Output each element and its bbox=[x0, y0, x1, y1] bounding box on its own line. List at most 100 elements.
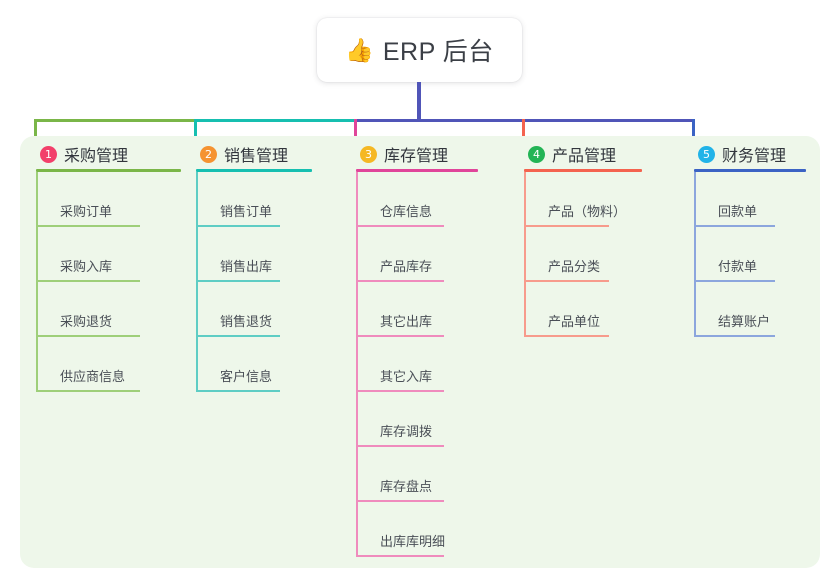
column-rule-4 bbox=[524, 169, 642, 172]
column-items-4: 产品（物料） 产品分类产品单位 bbox=[524, 172, 642, 337]
column-header-1[interactable]: 1 采购管理 bbox=[36, 136, 181, 172]
column-badge-3: 3 bbox=[360, 145, 377, 163]
column-badge-2: 2 bbox=[200, 145, 217, 163]
item-underline bbox=[356, 390, 444, 392]
item-spine bbox=[196, 172, 198, 227]
list-item[interactable]: 采购入库 bbox=[36, 227, 181, 282]
item-underline bbox=[694, 335, 775, 337]
list-item[interactable]: 其它出库 bbox=[356, 282, 478, 337]
item-spine bbox=[196, 227, 198, 282]
item-spine bbox=[36, 172, 38, 227]
column-header-2[interactable]: 2 销售管理 bbox=[196, 136, 312, 172]
item-label: 产品（物料） bbox=[548, 204, 627, 219]
item-underline bbox=[36, 335, 140, 337]
item-spine bbox=[356, 502, 358, 557]
item-label: 产品分类 bbox=[548, 259, 601, 274]
list-item[interactable]: 产品分类 bbox=[524, 227, 642, 282]
thumbs-up-icon: 👍 bbox=[345, 36, 374, 63]
item-label: 出库库明细 bbox=[380, 534, 446, 549]
item-underline bbox=[196, 225, 280, 227]
item-underline bbox=[356, 225, 444, 227]
item-spine bbox=[356, 447, 358, 502]
column-title-1: 采购管理 bbox=[64, 148, 129, 165]
item-label: 采购订单 bbox=[60, 204, 113, 219]
column-items-2: 销售订单销售出库销售退货客户信息 bbox=[196, 172, 312, 392]
item-spine bbox=[524, 227, 526, 282]
item-label: 销售退货 bbox=[220, 314, 273, 329]
item-underline bbox=[524, 280, 609, 282]
column-2: 2 销售管理销售订单销售出库销售退货客户信息 bbox=[196, 136, 312, 392]
root-title: ERP 后台 bbox=[382, 38, 494, 66]
diagram-panel: 1 采购管理采购订单采购入库采购退货供应商信息 2 销售管理销售订单销售出库销售退货客… bbox=[20, 136, 820, 568]
list-item[interactable]: 仓库信息 bbox=[356, 172, 478, 227]
item-spine bbox=[356, 392, 358, 447]
column-items-1: 采购订单采购入库采购退货供应商信息 bbox=[36, 172, 181, 392]
item-underline bbox=[356, 445, 444, 447]
list-item[interactable]: 产品单位 bbox=[524, 282, 642, 337]
item-spine bbox=[36, 282, 38, 337]
item-spine bbox=[36, 227, 38, 282]
list-item[interactable]: 采购订单 bbox=[36, 172, 181, 227]
item-label: 销售订单 bbox=[220, 204, 273, 219]
column-rule-2 bbox=[196, 169, 312, 172]
item-spine bbox=[356, 172, 358, 227]
item-spine bbox=[694, 227, 696, 282]
list-item[interactable]: 销售订单 bbox=[196, 172, 312, 227]
item-label: 库存调拨 bbox=[380, 424, 433, 439]
list-item[interactable]: 销售出库 bbox=[196, 227, 312, 282]
column-title-4: 产品管理 bbox=[552, 148, 617, 165]
list-item[interactable]: 产品库存 bbox=[356, 227, 478, 282]
root-node-card[interactable]: 👍 ERP 后台 bbox=[317, 18, 522, 82]
list-item[interactable]: 库存盘点 bbox=[356, 447, 478, 502]
item-spine bbox=[524, 172, 526, 227]
column-items-3: 仓库信息产品库存其它出库其它入库库存调拨库存盘点出库库明细 bbox=[356, 172, 478, 557]
item-underline bbox=[524, 225, 609, 227]
column-header-3[interactable]: 3 库存管理 bbox=[356, 136, 478, 172]
item-label: 产品库存 bbox=[380, 259, 433, 274]
item-label: 结算账户 bbox=[718, 314, 771, 329]
list-item[interactable]: 其它入库 bbox=[356, 337, 478, 392]
item-label: 供应商信息 bbox=[60, 369, 126, 384]
item-underline bbox=[694, 280, 775, 282]
item-label: 库存盘点 bbox=[380, 479, 433, 494]
item-spine bbox=[524, 282, 526, 337]
item-underline bbox=[356, 280, 444, 282]
item-label: 客户信息 bbox=[220, 369, 273, 384]
item-label: 回款单 bbox=[718, 204, 758, 219]
list-item[interactable]: 回款单 bbox=[694, 172, 806, 227]
column-3: 3 库存管理仓库信息产品库存其它出库其它入库库存调拨库存盘点出库库明细 bbox=[356, 136, 478, 557]
column-rule-5 bbox=[694, 169, 806, 172]
item-underline bbox=[356, 500, 444, 502]
list-item[interactable]: 供应商信息 bbox=[36, 337, 181, 392]
bus-segment-2 bbox=[194, 119, 354, 122]
column-title-2: 销售管理 bbox=[224, 148, 289, 165]
item-spine bbox=[196, 337, 198, 392]
item-spine bbox=[694, 172, 696, 227]
list-item[interactable]: 结算账户 bbox=[694, 282, 806, 337]
column-badge-1: 1 bbox=[40, 145, 57, 163]
item-underline bbox=[36, 280, 140, 282]
column-title-3: 库存管理 bbox=[384, 148, 449, 165]
item-label: 其它入库 bbox=[380, 369, 433, 384]
item-underline bbox=[356, 555, 444, 557]
item-spine bbox=[356, 282, 358, 337]
item-underline bbox=[36, 390, 140, 392]
list-item[interactable]: 客户信息 bbox=[196, 337, 312, 392]
list-item[interactable]: 库存调拨 bbox=[356, 392, 478, 447]
item-label: 采购退货 bbox=[60, 314, 113, 329]
item-label: 销售出库 bbox=[220, 259, 273, 274]
item-spine bbox=[694, 282, 696, 337]
item-underline bbox=[524, 335, 609, 337]
list-item[interactable]: 出库库明细 bbox=[356, 502, 478, 557]
list-item[interactable]: 销售退货 bbox=[196, 282, 312, 337]
list-item[interactable]: 采购退货 bbox=[36, 282, 181, 337]
item-underline bbox=[196, 280, 280, 282]
bus-segment-1 bbox=[34, 119, 194, 122]
item-label: 其它出库 bbox=[380, 314, 433, 329]
list-item[interactable]: 产品（物料） bbox=[524, 172, 642, 227]
list-item[interactable]: 付款单 bbox=[694, 227, 806, 282]
item-spine bbox=[356, 337, 358, 392]
